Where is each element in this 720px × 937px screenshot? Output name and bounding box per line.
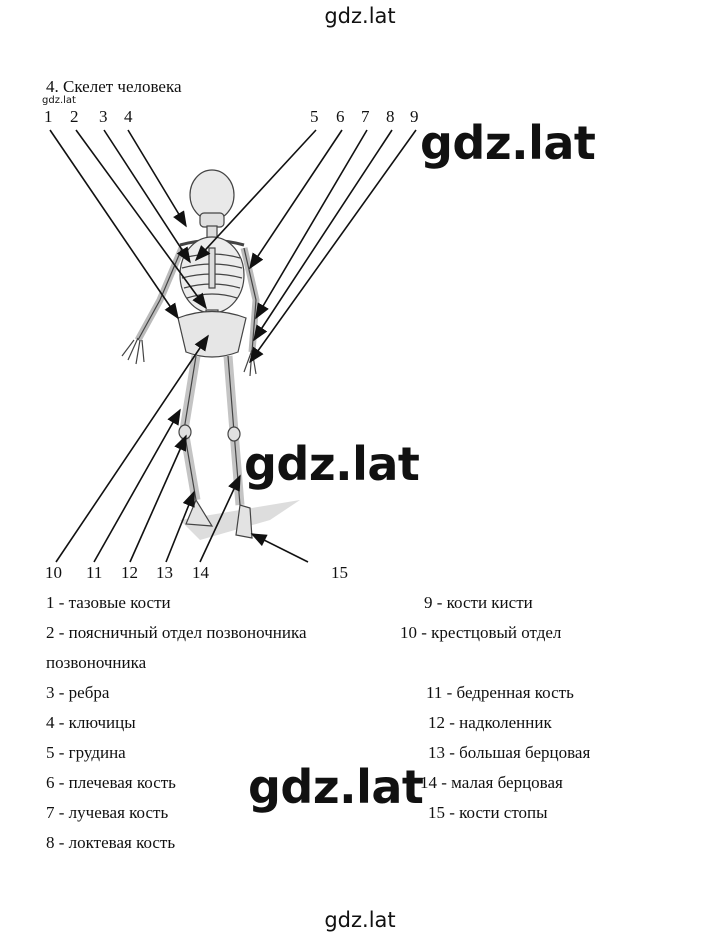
- watermark-large-1: gdz.lat: [420, 116, 596, 170]
- exercise-title: 4. Скелет человека: [46, 77, 182, 96]
- label-number-6: 6: [336, 107, 345, 126]
- label-number-15: 15: [331, 563, 348, 582]
- legend-item-2: 2 - поясничный отдел позвоночника: [46, 623, 307, 642]
- label-number-14: 14: [192, 563, 209, 582]
- legend-item-15: 15 - кости стопы: [428, 803, 548, 822]
- label-number-3: 3: [99, 107, 108, 126]
- legend-item-7: 7 - лучевая кость: [46, 803, 169, 822]
- legend-item-9: 9 - кости кисти: [424, 593, 533, 612]
- label-number-1: 1: [44, 107, 53, 126]
- label-number-7: 7: [361, 107, 370, 126]
- label-number-10: 10: [45, 563, 62, 582]
- legend-item-11: 11 - бедренная кость: [426, 683, 574, 702]
- label-number-12: 12: [121, 563, 138, 582]
- watermark-large-3: gdz.lat: [248, 760, 424, 814]
- label-number-5: 5: [310, 107, 319, 126]
- label-number-9: 9: [410, 107, 419, 126]
- label-number-4: 4: [124, 107, 133, 126]
- legend-item-14: 14 - малая берцовая: [420, 773, 563, 792]
- legend-item-13: 13 - большая берцовая: [428, 743, 591, 762]
- label-number-11: 11: [86, 563, 103, 582]
- legend-item-5: 5 - грудина: [46, 743, 126, 762]
- legend-item-1: 1 - тазовые кости: [46, 593, 171, 612]
- legend-item-6: 6 - плечевая кость: [46, 773, 176, 792]
- label-number-13: 13: [156, 563, 173, 582]
- watermark-large-2: gdz.lat: [244, 437, 420, 491]
- label-number-8: 8: [386, 107, 395, 126]
- skeleton-illustration: [49, 129, 417, 563]
- legend-item-12: 12 - надколенник: [428, 713, 552, 732]
- legend-item-10-continuation: позвоночника: [46, 653, 147, 672]
- watermark-small: gdz.lat: [42, 95, 76, 106]
- legend-item-3: 3 - ребра: [46, 683, 110, 702]
- legend-item-8: 8 - локтевая кость: [46, 833, 176, 852]
- legend-item-10: 10 - крестцовый отдел: [400, 623, 562, 642]
- watermark-bottom: gdz.lat: [324, 908, 396, 932]
- label-number-2: 2: [70, 107, 79, 126]
- watermark-top: gdz.lat: [324, 4, 396, 28]
- legend-item-4: 4 - ключицы: [46, 713, 136, 732]
